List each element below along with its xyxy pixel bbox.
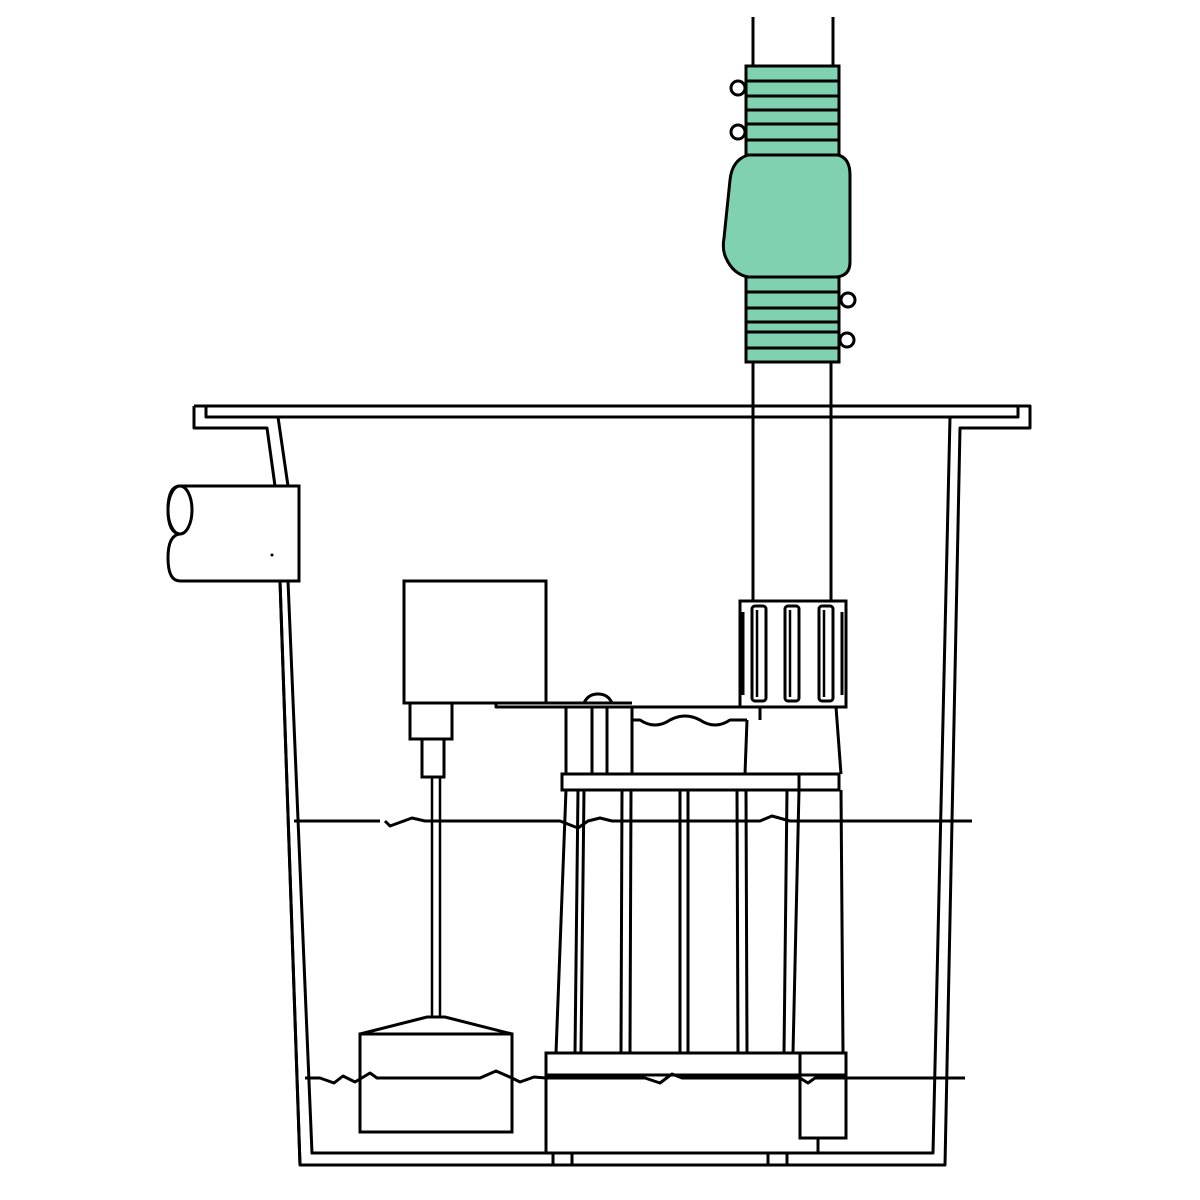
clamp-screw-icon — [838, 331, 856, 349]
inlet-pipe — [166, 484, 301, 583]
float — [358, 1015, 514, 1134]
pump-outlet-union — [738, 599, 848, 709]
pump-motor — [544, 705, 848, 1165]
float-rod — [430, 777, 442, 1018]
clamp-screw-icon — [729, 79, 747, 97]
water-level-high — [294, 814, 972, 830]
clamp-screw-icon — [839, 291, 857, 309]
water-level-low — [305, 1069, 965, 1085]
check-valve — [721, 64, 852, 364]
switch-housing — [402, 579, 762, 779]
clamp-screw-icon — [729, 123, 747, 141]
discharge-pipe — [751, 17, 835, 600]
hose-clamps — [729, 79, 857, 349]
